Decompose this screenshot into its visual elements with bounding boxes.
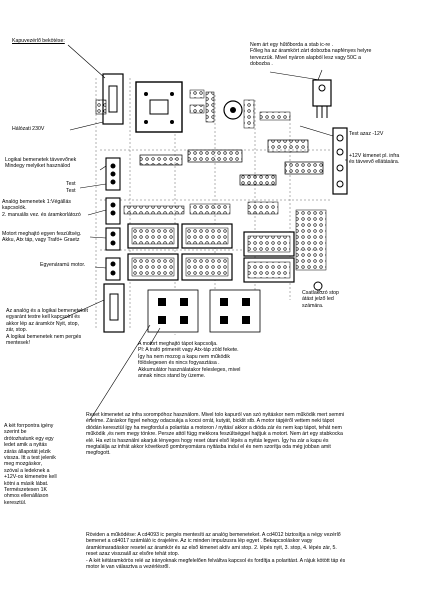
mains-label: Hálózati 230V [12,126,45,132]
rectifier-components [189,89,291,129]
logic-input-terminal [105,157,121,191]
relay-upper [127,223,233,249]
led-indicator-note: A két forrpontra igény szerint be drótoz… [4,423,57,506]
dc-motor-label: Egyenáramú motor. [40,262,86,268]
stop-led-label: Csatlakozó stop átást jelző led számára. [302,290,339,309]
motor-power-note: A motort meghajtó tápot kapcsolja. Pl: A… [138,341,241,380]
test-label-1: Test [66,181,76,187]
bottom-contact-pads [147,289,261,333]
motor-supply-terminal [105,227,121,251]
summary-note: Röviden a működése: A cd4093 ic pergés m… [86,532,346,571]
analog-logic-note: Az analóg és a logikai bemeneteket egyar… [6,308,88,347]
logic-ics [139,139,324,186]
analog-inputs-label: Analóg bemenetek 1:Végállás kapcsolók. 2… [2,199,81,218]
bottom-left-connector [103,283,125,333]
test-label-2: Test [66,188,76,194]
reset-note: Reset kimenetet az infra sorompóhoz hasz… [86,412,345,457]
plus12v-output-label: +12V kimenet pl. infra és távvevő ellátá… [349,153,400,166]
test-12v-label: Test azaz -12V [349,131,384,137]
transformer-block [135,81,183,133]
diagram-title: Kapuvezérlő bekötése: [12,38,65,44]
motor-terminal [105,257,121,281]
power-relay-right [243,209,327,291]
relay-lower [127,253,233,281]
mains-terminal-block [95,73,124,125]
analog-input-terminal [105,197,279,225]
logic-inputs-label: Logikai bemenetek távvevőnek Mindegy mel… [5,157,77,170]
heatsink-note: Nem árt egy hűtőborda a stab ic-re . Fől… [250,42,372,68]
motor-supply-label: Motort meghajtó egyen feszültség. Akku, … [2,231,82,244]
right-terminal-strip [332,127,348,195]
voltage-regulator-ic [312,69,332,118]
